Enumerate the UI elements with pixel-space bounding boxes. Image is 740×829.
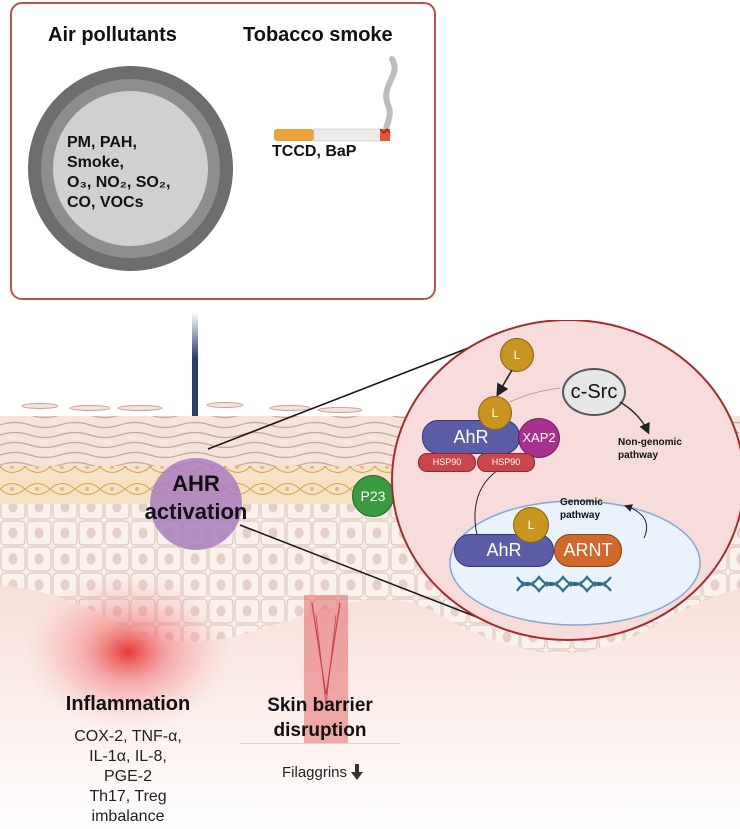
pollutant-line: O₃, NO₂, SO₂, xyxy=(67,174,171,191)
pollutant-line: PM, PAH, xyxy=(67,134,137,151)
divider xyxy=(240,743,400,744)
ligand-label: L xyxy=(527,518,535,532)
pollutant-line: CO, VOCs xyxy=(67,194,144,211)
arnt-protein: ARNT xyxy=(554,534,622,567)
inflammation-marker-line: PGE-2 xyxy=(103,768,152,785)
csrc-protein: c-Src xyxy=(562,368,626,416)
ligand-label: L xyxy=(513,348,521,362)
ligand-bound: L xyxy=(478,396,512,430)
ligand-binding-arrow-icon xyxy=(496,369,513,397)
tobacco-compounds: TCCD, BaP xyxy=(272,143,357,160)
hsp90-label: HSP90 xyxy=(432,457,462,467)
genomic-pathway-label: Genomic pathway xyxy=(560,496,603,522)
hsp90-label: HSP90 xyxy=(491,457,521,467)
inflammation-markers: COX-2, TNF-α, IL-1α, IL-8, PGE-2 Th17, T… xyxy=(50,727,206,827)
filaggrins-label: Filaggrins xyxy=(282,764,348,781)
csrc-label: c-Src xyxy=(570,381,618,403)
non-genomic-line: Non-genomic xyxy=(618,437,682,448)
xap2-label: XAP2 xyxy=(522,430,556,445)
inflammation-marker-line: Th17, Treg xyxy=(89,788,167,805)
tobacco-smoke-title: Tobacco smoke xyxy=(243,24,393,46)
ahr-activation-label: AHR activation xyxy=(130,470,262,526)
hsp90-protein: HSP90 xyxy=(477,453,535,472)
p23-protein: P23 xyxy=(352,475,394,517)
pollutant-particle-core xyxy=(53,91,208,246)
inflammation-marker-line: COX-2, TNF-α, xyxy=(74,728,182,745)
cigarette-icon xyxy=(274,56,398,142)
barrier-title-line: disruption xyxy=(273,720,367,741)
arnt-label: ARNT xyxy=(563,540,613,560)
ahr-label: AhR xyxy=(486,540,522,560)
inflammation-title: Inflammation xyxy=(65,693,191,715)
non-genomic-line: pathway xyxy=(618,450,659,461)
ligand-label: L xyxy=(491,406,499,420)
xap2-protein: XAP2 xyxy=(518,418,560,458)
inflammation-marker-line: imbalance xyxy=(91,808,165,825)
hsp90-protein: HSP90 xyxy=(418,453,476,472)
non-genomic-pathway-label: Non-genomic pathway xyxy=(618,436,682,462)
air-pollutants-title: Air pollutants xyxy=(48,24,177,46)
pollutant-line: Smoke, xyxy=(67,154,124,171)
genomic-line: Genomic xyxy=(560,497,603,508)
ahr-activation-line: activation xyxy=(144,499,248,524)
decrease-arrow-icon xyxy=(351,764,364,780)
ahr-activation-marker xyxy=(150,458,242,550)
ahr-label: AhR xyxy=(453,427,489,447)
dna-icon xyxy=(516,575,612,593)
barrier-title-line: Skin barrier xyxy=(267,695,373,716)
filaggrins-marker: Filaggrins xyxy=(282,764,364,781)
inflammation-marker-line: IL-1α, IL-8, xyxy=(89,748,167,765)
pollutant-list: PM, PAH, Smoke, O₃, NO₂, SO₂, CO, VOCs xyxy=(67,133,170,213)
genomic-line: pathway xyxy=(560,510,601,521)
p23-label: P23 xyxy=(360,488,386,504)
barrier-disruption-title: Skin barrier disruption xyxy=(252,693,388,743)
ahr-activation-line: AHR xyxy=(172,471,220,496)
ligand-free: L xyxy=(500,338,534,372)
ligand-nuclear: L xyxy=(513,507,549,543)
